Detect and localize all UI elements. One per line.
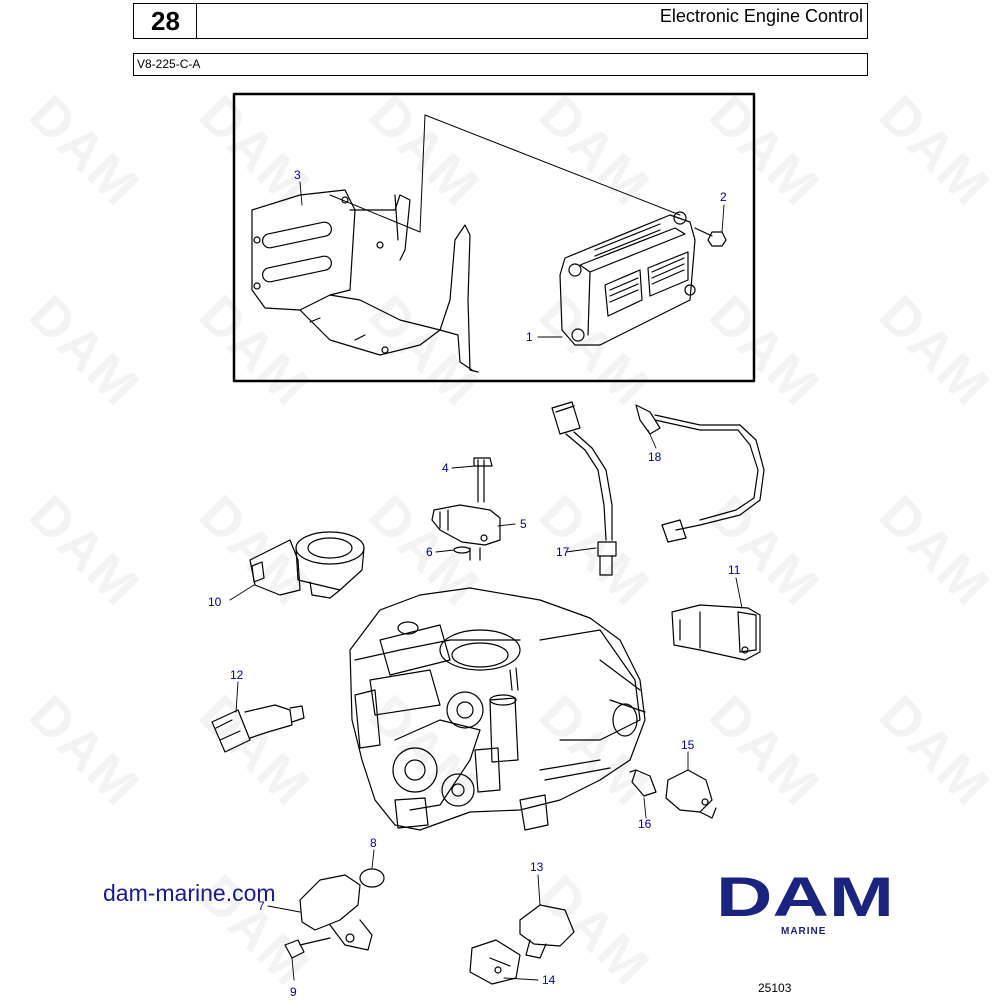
engine-assembly (349, 587, 646, 831)
brand-logo-text: DAM (716, 872, 894, 920)
callout-16: 16 (638, 817, 652, 831)
callout-12: 12 (230, 668, 244, 682)
callout-17: 17 (556, 545, 570, 559)
model-box: V8-225-C-A (133, 53, 868, 76)
title-box: Electronic Engine Control (196, 3, 868, 39)
callout-1: 1 (526, 330, 533, 344)
ecu-mounting-bracket (251, 189, 479, 373)
callout-4: 4 (442, 461, 449, 475)
callout-3: 3 (294, 168, 301, 182)
pressure-sensor-small (629, 769, 657, 797)
crank-sensor (284, 868, 385, 959)
knock-sensor (469, 904, 575, 985)
ecu-module (559, 211, 696, 346)
model-code: V8-225-C-A (137, 57, 201, 71)
throttle-body (249, 531, 365, 599)
pressure-sender (665, 769, 717, 819)
callout-13: 13 (530, 860, 544, 874)
callout-11: 11 (728, 563, 741, 577)
sensor-with-bolt (431, 457, 501, 561)
ecu-bolt (694, 227, 727, 247)
callout-18: 18 (648, 450, 662, 464)
oxygen-sensor-short (551, 401, 617, 576)
callout-2: 2 (720, 190, 727, 204)
callout-9: 9 (290, 985, 297, 999)
oxygen-sensor-long (635, 404, 765, 543)
dam-logo: DAM (716, 872, 894, 920)
position-sensor (671, 604, 761, 661)
callout-10: 10 (208, 595, 222, 609)
callout-8: 8 (370, 836, 377, 850)
callout-6: 6 (426, 545, 433, 559)
callout-15: 15 (681, 738, 695, 752)
ecu-detail-frame (232, 92, 756, 383)
page-title: Electronic Engine Control (659, 6, 863, 26)
callout-7: 7 (258, 899, 265, 913)
callout-5: 5 (520, 517, 527, 531)
figure-reference: 25103 (758, 981, 792, 995)
website-link[interactable]: dam-marine.com (103, 880, 276, 906)
callout-14: 14 (542, 973, 556, 987)
page-number: 28 (133, 3, 198, 39)
brand-subtitle: MARINE (781, 926, 827, 937)
temperature-sensor (211, 704, 305, 753)
